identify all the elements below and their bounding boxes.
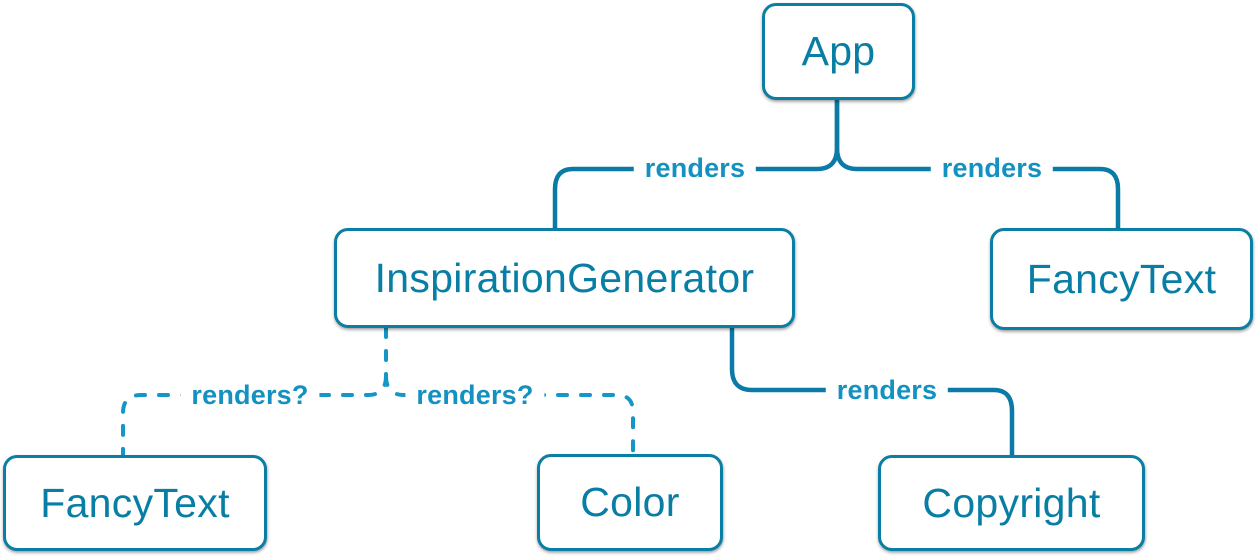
edge-label-renders-left: renders (633, 151, 757, 185)
node-app: App (762, 3, 915, 100)
edge-label-renders-right: renders (930, 151, 1054, 185)
node-fancy-text-bottom: FancyText (3, 455, 267, 551)
node-inspiration-generator: InspirationGenerator (334, 228, 795, 328)
edge-inspirationgenerator-to-fancytext-dashed (121, 374, 388, 457)
edge-label-renders-question-right: renders? (405, 378, 545, 412)
node-copyright: Copyright (878, 455, 1145, 551)
edge-inspirationgenerator-to-color-dashed (384, 374, 635, 457)
edge-label-renders-question-left: renders? (180, 378, 320, 412)
edge-label-renders-copyright: renders (825, 373, 949, 407)
node-fancy-text-top: FancyText (990, 228, 1253, 330)
node-color: Color (537, 454, 723, 551)
